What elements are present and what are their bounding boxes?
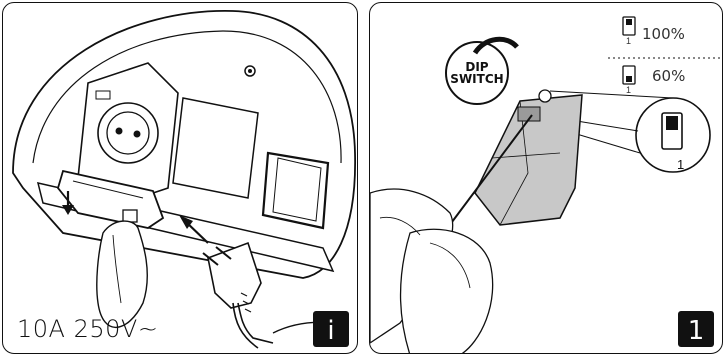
voltage-rating-label: 10A 250V~: [17, 315, 158, 343]
dip-switch-icon: [623, 17, 635, 84]
step-tag-1: 1: [678, 311, 714, 347]
socket-illustration: [3, 3, 358, 354]
installation-panel-socket: 10A 250V~ i: [2, 2, 358, 354]
setting-low-label: 60%: [652, 67, 685, 85]
installation-panel-dip-switch: DIP SWITCH 100% 60% 1 1 1 1: [369, 2, 723, 354]
hand-icon: [97, 221, 147, 327]
dip-switch-illustration: [370, 3, 723, 354]
rotation-arrow-icon: [465, 31, 525, 61]
step-tag-i: i: [313, 311, 349, 347]
setting-high-label: 100%: [642, 25, 685, 43]
switch-number-low: 1: [626, 85, 631, 95]
switch-number-high: 1: [626, 36, 631, 46]
zoom-switch-number: 1: [677, 157, 684, 172]
dip-badge-line2: SWITCH: [450, 73, 503, 85]
